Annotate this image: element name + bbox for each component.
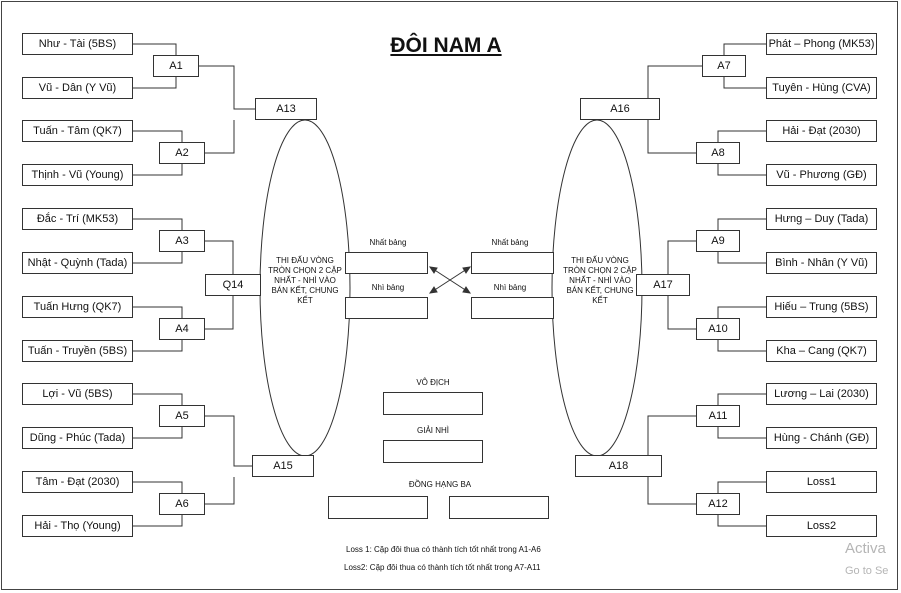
- match-box-left-2: A2: [159, 142, 205, 164]
- third-label: ĐỒNG HẠNG BA: [408, 480, 472, 489]
- team-box-left-6: Nhật - Quỳnh (Tada): [22, 252, 133, 274]
- semi-box-right-2: A17: [636, 274, 690, 296]
- team-box-right-10: Hùng - Chánh (GĐ): [766, 427, 877, 449]
- team-box-left-4: Thịnh - Vũ (Young): [22, 164, 133, 186]
- match-box-left-4: A4: [159, 318, 205, 340]
- team-box-left-10: Dũng - Phúc (Tada): [22, 427, 133, 449]
- team-box-right-11: Loss1: [766, 471, 877, 493]
- page-title: ĐÔI NAM A: [390, 34, 502, 57]
- team-box-left-2: Vũ - Dân (Y Vũ): [22, 77, 133, 99]
- left-second-box: [345, 297, 428, 319]
- note-loss1: Loss 1: Cặp đôi thua có thành tích tốt n…: [346, 545, 541, 554]
- third-box-1: [328, 496, 428, 519]
- match-box-left-6: A6: [159, 493, 205, 515]
- left-group-text: THI ĐẤU VÒNG TRÒN CHỌN 2 CẶP NHẤT - NHÌ …: [268, 256, 342, 305]
- right-group-text: THI ĐẤU VÒNG TRÒN CHỌN 2 CẶP NHẤT - NHÌ …: [563, 256, 637, 305]
- team-box-left-3: Tuấn - Tâm (QK7): [22, 120, 133, 142]
- semi-box-right-1: A16: [580, 98, 660, 120]
- note-loss2: Loss2: Cặp đôi thua có thành tích tốt nh…: [344, 563, 541, 572]
- team-box-right-8: Kha – Cang (QK7): [766, 340, 877, 362]
- match-box-right-3: A9: [696, 230, 740, 252]
- runnerup-label: GIẢI NHÌ: [416, 426, 450, 435]
- team-box-right-5: Hưng – Duy (Tada): [766, 208, 877, 230]
- semi-box-right-3: A18: [575, 455, 662, 477]
- right-first-label: Nhất bảng: [491, 238, 529, 247]
- watermark-line-1: Activa: [845, 540, 886, 557]
- team-box-right-2: Tuyên - Hùng (CVA): [766, 77, 877, 99]
- semi-box-left-3: A15: [252, 455, 314, 477]
- match-box-right-6: A12: [696, 493, 740, 515]
- team-box-right-3: Hải - Đạt (2030): [766, 120, 877, 142]
- team-box-right-9: Lương – Lai (2030): [766, 383, 877, 405]
- team-box-right-7: Hiếu – Trung (5BS): [766, 296, 877, 318]
- right-second-box: [471, 297, 554, 319]
- team-box-right-6: Bình - Nhân (Y Vũ): [766, 252, 877, 274]
- right-first-box: [471, 252, 554, 274]
- team-box-left-11: Tâm - Đạt (2030): [22, 471, 133, 493]
- match-box-left-3: A3: [159, 230, 205, 252]
- team-box-left-12: Hải - Thọ (Young): [22, 515, 133, 537]
- match-box-right-1: A7: [702, 55, 746, 77]
- champion-label: VÔ ĐỊCH: [416, 378, 450, 387]
- match-box-left-1: A1: [153, 55, 199, 77]
- right-second-label: Nhì bảng: [493, 283, 527, 292]
- team-box-left-8: Tuấn - Truyền (5BS): [22, 340, 133, 362]
- team-box-left-1: Như - Tài (5BS): [22, 33, 133, 55]
- watermark-line-2: Go to Se: [845, 565, 889, 577]
- team-box-right-1: Phát – Phong (MK53): [766, 33, 877, 55]
- team-box-left-7: Tuấn Hưng (QK7): [22, 296, 133, 318]
- team-box-right-12: Loss2: [766, 515, 877, 537]
- semi-box-left-2: Q14: [205, 274, 261, 296]
- semi-box-left-1: A13: [255, 98, 317, 120]
- cross-arrows: [428, 266, 472, 294]
- champion-box: [383, 392, 483, 415]
- left-first-label: Nhất bảng: [369, 238, 407, 247]
- third-box-2: [449, 496, 549, 519]
- left-second-label: Nhì bảng: [371, 283, 405, 292]
- team-box-right-4: Vũ - Phương (GĐ): [766, 164, 877, 186]
- match-box-left-5: A5: [159, 405, 205, 427]
- match-box-right-5: A11: [696, 405, 740, 427]
- team-box-left-5: Đắc - Trí (MK53): [22, 208, 133, 230]
- match-box-right-2: A8: [696, 142, 740, 164]
- runnerup-box: [383, 440, 483, 463]
- left-first-box: [345, 252, 428, 274]
- match-box-right-4: A10: [696, 318, 740, 340]
- team-box-left-9: Lợi - Vũ (5BS): [22, 383, 133, 405]
